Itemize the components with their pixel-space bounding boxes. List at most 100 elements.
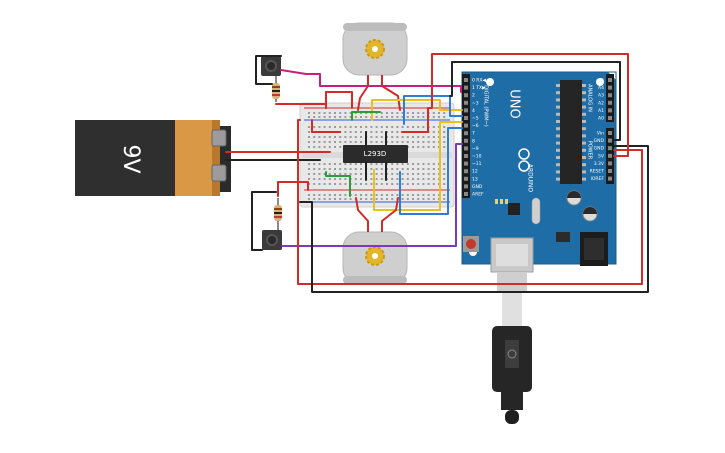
breadboard-hole[interactable] bbox=[443, 168, 446, 170]
breadboard-hole[interactable] bbox=[401, 178, 404, 180]
breadboard-hole[interactable] bbox=[328, 146, 331, 148]
breadboard-hole[interactable] bbox=[308, 178, 310, 180]
wire-motor-top-red[interactable] bbox=[357, 85, 369, 111]
breadboard-hole[interactable] bbox=[339, 126, 342, 128]
dc-motor-top[interactable] bbox=[342, 22, 408, 86]
breadboard-hole[interactable] bbox=[422, 198, 425, 200]
breadboard-hole[interactable] bbox=[396, 173, 399, 175]
breadboard-hole[interactable] bbox=[313, 198, 316, 200]
breadboard-hole[interactable] bbox=[370, 194, 373, 196]
breadboard-hole[interactable] bbox=[323, 126, 326, 128]
breadboard-hole[interactable] bbox=[318, 116, 321, 118]
breadboard-hole[interactable] bbox=[308, 131, 310, 133]
breadboard-hole[interactable] bbox=[313, 178, 316, 180]
breadboard-hole[interactable] bbox=[339, 194, 342, 196]
breadboard-hole[interactable] bbox=[391, 112, 394, 114]
breadboard-hole[interactable] bbox=[339, 168, 342, 170]
breadboard-hole[interactable] bbox=[422, 116, 425, 118]
breadboard-hole[interactable] bbox=[406, 173, 409, 175]
breadboard-hole[interactable] bbox=[396, 163, 399, 165]
breadboard-hole[interactable] bbox=[349, 198, 352, 200]
breadboard-hole[interactable] bbox=[391, 173, 394, 175]
power-pin-hole[interactable] bbox=[608, 153, 612, 158]
breadboard-hole[interactable] bbox=[406, 194, 409, 196]
digital-pin-hole[interactable] bbox=[464, 192, 468, 196]
digital-pin-hole[interactable] bbox=[464, 161, 468, 166]
breadboard-hole[interactable] bbox=[380, 112, 383, 114]
breadboard-hole[interactable] bbox=[391, 194, 394, 196]
digital-pin-hole[interactable] bbox=[464, 169, 468, 174]
breadboard-hole[interactable] bbox=[313, 116, 316, 118]
breadboard-hole[interactable] bbox=[349, 116, 352, 118]
breadboard-hole[interactable] bbox=[344, 198, 347, 200]
breadboard-hole[interactable] bbox=[328, 173, 331, 175]
breadboard-hole[interactable] bbox=[354, 178, 357, 180]
breadboard-hole[interactable] bbox=[375, 116, 378, 118]
breadboard-hole[interactable] bbox=[323, 163, 326, 165]
breadboard-hole[interactable] bbox=[432, 198, 435, 200]
wire-button-bottom-purple[interactable] bbox=[281, 143, 463, 247]
breadboard-hole[interactable] bbox=[334, 183, 336, 185]
breadboard-hole[interactable] bbox=[422, 173, 425, 175]
breadboard-hole[interactable] bbox=[344, 178, 347, 180]
breadboard-hole[interactable] bbox=[412, 198, 414, 200]
breadboard-hole[interactable] bbox=[334, 198, 336, 200]
breadboard-hole[interactable] bbox=[308, 198, 310, 200]
breadboard-hole[interactable] bbox=[380, 194, 383, 196]
breadboard-hole[interactable] bbox=[328, 116, 331, 118]
breadboard-hole[interactable] bbox=[380, 183, 383, 185]
breadboard-hole[interactable] bbox=[313, 112, 316, 114]
breadboard-hole[interactable] bbox=[339, 198, 342, 200]
breadboard-hole[interactable] bbox=[375, 194, 378, 196]
breadboard-hole[interactable] bbox=[417, 112, 420, 114]
breadboard-hole[interactable] bbox=[401, 136, 404, 138]
analog-pin-hole[interactable] bbox=[608, 85, 612, 90]
breadboard-hole[interactable] bbox=[432, 173, 435, 175]
breadboard-hole[interactable] bbox=[401, 194, 404, 196]
breadboard-hole[interactable] bbox=[360, 116, 362, 118]
breadboard-hole[interactable] bbox=[313, 194, 316, 196]
breadboard-hole[interactable] bbox=[427, 198, 430, 200]
breadboard-hole[interactable] bbox=[406, 183, 409, 185]
breadboard-hole[interactable] bbox=[396, 141, 399, 143]
breadboard-hole[interactable] bbox=[334, 168, 336, 170]
breadboard-hole[interactable] bbox=[380, 173, 383, 175]
breadboard-hole[interactable] bbox=[318, 163, 321, 165]
breadboard-hole[interactable] bbox=[344, 183, 347, 185]
breadboard-hole[interactable] bbox=[344, 112, 347, 114]
breadboard-hole[interactable] bbox=[354, 168, 357, 170]
breadboard-hole[interactable] bbox=[344, 131, 347, 133]
wire-red-5v-loop[interactable] bbox=[297, 119, 643, 285]
breadboard-hole[interactable] bbox=[365, 198, 368, 200]
breadboard-hole[interactable] bbox=[323, 141, 326, 143]
breadboard-hole[interactable] bbox=[406, 163, 409, 165]
breadboard-hole[interactable] bbox=[417, 173, 420, 175]
breadboard-hole[interactable] bbox=[380, 168, 383, 170]
breadboard-hole[interactable] bbox=[391, 136, 394, 138]
breadboard-hole[interactable] bbox=[380, 178, 383, 180]
breadboard-hole[interactable] bbox=[375, 126, 378, 128]
digital-pin-hole[interactable] bbox=[464, 176, 468, 181]
breadboard-hole[interactable] bbox=[412, 146, 414, 148]
wire-yellow-bottom[interactable] bbox=[373, 121, 463, 211]
digital-pin-hole[interactable] bbox=[464, 85, 468, 90]
breadboard-hole[interactable] bbox=[380, 126, 383, 128]
breadboard-hole[interactable] bbox=[432, 116, 435, 118]
breadboard-hole[interactable] bbox=[432, 131, 435, 133]
breadboard-hole[interactable] bbox=[417, 141, 420, 143]
breadboard-hole[interactable] bbox=[412, 194, 414, 196]
breadboard-hole[interactable] bbox=[412, 126, 414, 128]
breadboard-hole[interactable] bbox=[380, 163, 383, 165]
dc-motor-bottom[interactable] bbox=[342, 221, 408, 285]
breadboard-hole[interactable] bbox=[438, 116, 440, 118]
breadboard-hole[interactable] bbox=[313, 168, 316, 170]
breadboard-hole[interactable] bbox=[344, 173, 347, 175]
breadboard-hole[interactable] bbox=[375, 163, 378, 165]
breadboard-hole[interactable] bbox=[318, 168, 321, 170]
analog-pin-hole[interactable] bbox=[608, 93, 612, 98]
breadboard-hole[interactable] bbox=[412, 183, 414, 185]
reset-button[interactable] bbox=[463, 236, 479, 252]
breadboard-hole[interactable] bbox=[401, 126, 404, 128]
digital-pin-hole[interactable] bbox=[464, 154, 468, 158]
breadboard-hole[interactable] bbox=[375, 178, 378, 180]
